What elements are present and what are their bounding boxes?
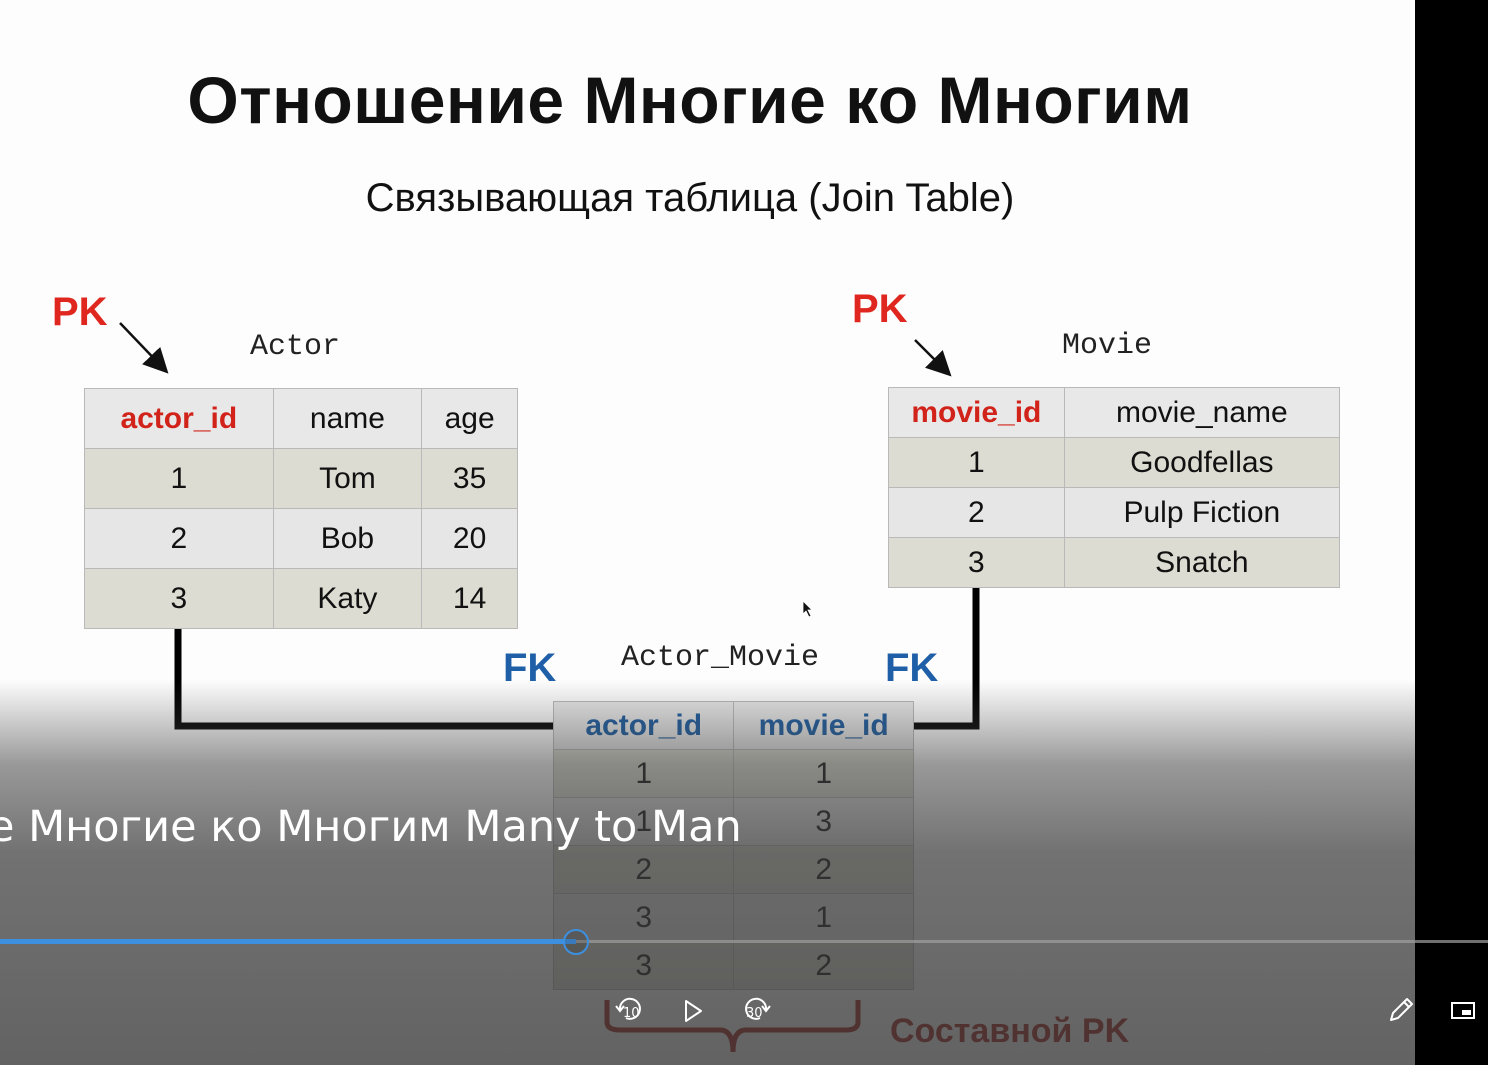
table-cell: 35 <box>421 448 518 509</box>
table-row: 1 Tom 35 <box>84 448 518 509</box>
table-cell: 3 <box>733 797 914 846</box>
table-cell: 1 <box>888 437 1065 488</box>
table-cell: 2 <box>84 508 274 569</box>
table-row: 3 Katy 14 <box>84 568 518 629</box>
table-header: name <box>272 388 423 449</box>
table-cell: Tom <box>272 448 423 509</box>
table-row: 2 2 <box>552 845 914 894</box>
table-row: 3 2 <box>552 941 914 990</box>
video-title-caption: ие Многие ко Многим Many to Many <box>0 802 740 852</box>
table-cell: 3 <box>84 568 274 629</box>
table-row: 2 Bob 20 <box>84 508 518 569</box>
table-cell: 2 <box>733 845 914 894</box>
actor-table-name: Actor <box>250 330 341 364</box>
progress-track[interactable] <box>0 940 1488 943</box>
table-cell: Pulp Fiction <box>1063 487 1341 538</box>
slide-title: Отношение Многие ко Многим <box>187 63 1193 137</box>
pk-arrow-actor <box>119 322 169 374</box>
video-frame[interactable]: Отношение Многие ко Многим Связывающая т… <box>0 0 1415 1065</box>
play-button[interactable] <box>682 998 704 1024</box>
table-header: movie_id <box>888 387 1065 438</box>
table-header: movie_name <box>1063 387 1341 438</box>
side-panel <box>1415 0 1488 1065</box>
table-cell: 3 <box>888 537 1065 588</box>
progress-scrubber-handle[interactable] <box>563 929 589 955</box>
table-cell: 1 <box>84 448 274 509</box>
progress-fill <box>0 939 576 944</box>
table-row: 1 Goodfellas <box>888 437 1341 488</box>
table-header: actor_id <box>552 701 735 750</box>
pencil-icon <box>1390 998 1413 1021</box>
forward-button[interactable]: 30 <box>740 996 774 1026</box>
table-cell: Goodfellas <box>1063 437 1341 488</box>
actor-table: actor_id name age 1 Tom 35 2 Bob 20 3 Ka… <box>84 388 518 629</box>
mouse-cursor-icon <box>802 600 813 618</box>
video-title-text: ие Многие ко Многим Many to Many <box>0 802 740 852</box>
fk-label-movie: FK <box>885 646 939 690</box>
table-cell: Bob <box>272 508 423 569</box>
table-cell: 1 <box>733 893 914 942</box>
table-header: actor_id <box>84 388 274 449</box>
rewind-button[interactable]: 10 <box>612 996 646 1026</box>
table-row: 2 Pulp Fiction <box>888 487 1341 538</box>
rewind-seconds: 10 <box>623 1006 640 1021</box>
movie-table-name: Movie <box>1062 329 1153 363</box>
play-icon <box>685 1000 702 1022</box>
movie-table: movie_id movie_name 1 Goodfellas 2 Pulp … <box>888 387 1341 588</box>
rewind-icon <box>615 997 641 1020</box>
table-cell: 1 <box>733 749 914 798</box>
table-cell: 1 <box>552 749 735 798</box>
table-cell: 2 <box>552 845 735 894</box>
forward-icon <box>745 997 771 1020</box>
table-row: 1 1 <box>552 749 914 798</box>
table-cell: 14 <box>421 568 518 629</box>
table-cell: 2 <box>888 487 1065 538</box>
table-cell: Katy <box>272 568 423 629</box>
table-cell: Snatch <box>1063 537 1341 588</box>
table-row: 3 1 <box>552 893 914 942</box>
fk-line-actor <box>174 628 553 730</box>
forward-seconds: 30 <box>746 1006 763 1021</box>
table-header: movie_id <box>733 701 914 750</box>
table-header: age <box>421 388 518 449</box>
pk-label-movie: PK <box>852 287 908 331</box>
actor-movie-table-name: Actor_Movie <box>621 641 820 675</box>
miniplayer-icon <box>1451 1002 1475 1019</box>
table-cell: 2 <box>733 941 914 990</box>
pk-arrow-movie <box>914 339 952 377</box>
miniplayer-button[interactable] <box>1450 1000 1478 1022</box>
edit-button[interactable] <box>1386 995 1416 1025</box>
pk-label-actor: PK <box>52 290 108 334</box>
fk-label-actor: FK <box>503 646 557 690</box>
slide-subtitle: Связывающая таблица (Join Table) <box>365 176 1015 220</box>
table-cell: 20 <box>421 508 518 569</box>
composite-pk-label: Составной PK <box>890 1012 1130 1050</box>
table-row: 3 Snatch <box>888 537 1341 588</box>
